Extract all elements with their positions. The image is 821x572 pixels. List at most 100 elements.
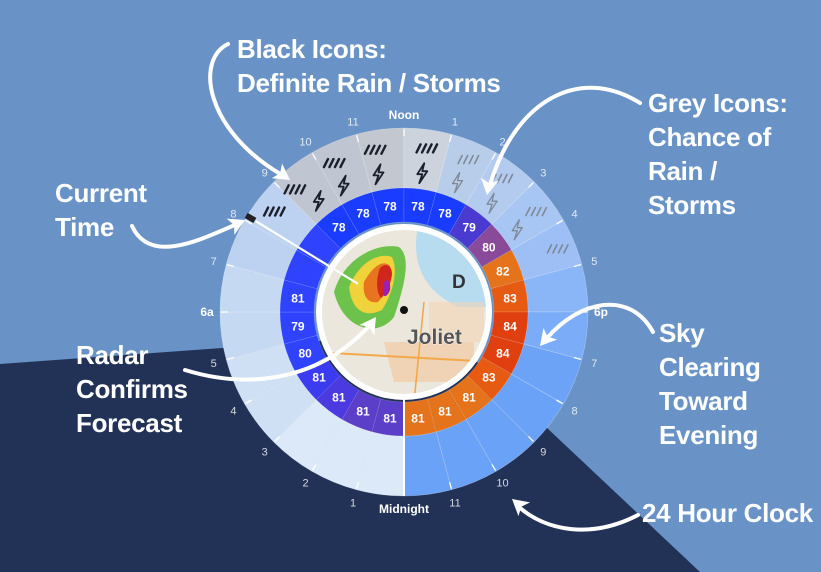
hour-tick bbox=[573, 356, 581, 360]
rain-icon bbox=[457, 154, 480, 165]
hour-tick bbox=[527, 182, 534, 189]
rain-stroke bbox=[552, 244, 558, 254]
callout-arrows bbox=[130, 42, 655, 532]
storm-bolt bbox=[337, 174, 350, 197]
rain-stroke bbox=[536, 206, 542, 217]
hour-label: 10 bbox=[299, 136, 311, 148]
callout-text: Evening bbox=[659, 420, 759, 450]
temperature-label: 84 bbox=[496, 346, 510, 360]
temperature-segment bbox=[481, 249, 525, 290]
hour-tick bbox=[556, 219, 563, 225]
callout-text: Rain / bbox=[648, 156, 717, 186]
temperature-label: 81 bbox=[462, 390, 476, 404]
callout-sky-clearing: Sky Clearing Toward Evening bbox=[659, 316, 761, 452]
hour-label: Midnight bbox=[379, 502, 429, 516]
temperature-segment bbox=[467, 223, 512, 268]
callout-text: 24 Hour Clock bbox=[642, 498, 813, 528]
rain-stroke bbox=[262, 206, 270, 217]
location-dot bbox=[400, 306, 408, 314]
storm-icon bbox=[511, 219, 523, 241]
hour-label: 9 bbox=[262, 168, 268, 180]
hour-label: 3 bbox=[540, 168, 546, 180]
storm-icon bbox=[312, 190, 325, 212]
hour-label: 1 bbox=[452, 117, 458, 129]
callout-text: Current bbox=[55, 178, 147, 208]
hour-label: 9 bbox=[540, 446, 546, 458]
temperature-label: 82 bbox=[496, 265, 510, 279]
temperature-label: 81 bbox=[332, 390, 346, 404]
arrow-path bbox=[208, 42, 284, 177]
rain-stroke bbox=[507, 173, 514, 184]
callout-text: Confirms bbox=[76, 374, 188, 404]
hour-label: 5 bbox=[211, 358, 217, 370]
callout-text: Sky bbox=[659, 318, 705, 348]
hour-label: 8 bbox=[230, 209, 236, 221]
rain-stroke bbox=[333, 157, 341, 169]
rain-icon bbox=[283, 184, 307, 195]
callout-text: Time bbox=[55, 212, 115, 242]
arrow-head bbox=[226, 218, 245, 235]
rain-stroke bbox=[415, 143, 422, 154]
rain-stroke bbox=[563, 244, 569, 254]
storm-icon bbox=[372, 163, 385, 186]
rain-stroke bbox=[541, 206, 548, 217]
arrow-path bbox=[488, 85, 642, 187]
hour-label: 5 bbox=[591, 256, 597, 268]
storm-bolt bbox=[416, 162, 429, 185]
temperature-label: 80 bbox=[482, 240, 496, 254]
temperature-segment bbox=[341, 191, 382, 235]
hour-tick bbox=[311, 464, 317, 471]
current-time-marker bbox=[244, 212, 257, 224]
rain-stroke bbox=[299, 184, 307, 195]
urban-area bbox=[384, 342, 474, 382]
temperature-segment bbox=[283, 249, 327, 290]
callout-text: Radar bbox=[76, 340, 149, 370]
storm-bolt bbox=[511, 219, 523, 241]
storm-icon bbox=[337, 174, 350, 197]
temperature-label: 84 bbox=[503, 319, 517, 333]
hour-label: 8 bbox=[572, 406, 578, 418]
arrow-path bbox=[130, 222, 239, 249]
temperature-label: 81 bbox=[383, 412, 397, 426]
rain-stroke bbox=[473, 154, 480, 165]
hour-tick bbox=[356, 481, 360, 489]
temperature-label: 81 bbox=[438, 404, 452, 418]
arrow-head bbox=[480, 177, 499, 195]
current-time-hand bbox=[255, 220, 359, 285]
temperature-segment bbox=[481, 334, 525, 375]
arrow-path bbox=[545, 302, 655, 340]
rain-stroke bbox=[530, 206, 537, 217]
rain-stroke bbox=[525, 206, 531, 217]
rain-stroke bbox=[374, 144, 382, 155]
radar-echo-purple bbox=[383, 280, 391, 297]
weather-clock[interactable]: Midnight123456a7891011Noon123456p7891011… bbox=[200, 108, 608, 516]
hour-label: 1 bbox=[350, 497, 356, 509]
storm-bolt bbox=[372, 163, 385, 186]
rain-stroke bbox=[420, 143, 428, 154]
callout-black-icons: Black Icons: Definite Rain / Storms bbox=[237, 32, 501, 100]
hour-tick bbox=[556, 399, 563, 405]
temperature-segment bbox=[283, 334, 327, 375]
rain-stroke bbox=[288, 184, 296, 195]
hour-label: 6p bbox=[594, 305, 608, 319]
callout-text: Storms bbox=[648, 190, 736, 220]
arrow-path bbox=[183, 323, 372, 382]
urban-area bbox=[429, 302, 484, 342]
hour-tick bbox=[311, 153, 317, 160]
hour-label: 11 bbox=[347, 117, 358, 129]
storm-bolt bbox=[312, 190, 325, 212]
rain-stroke bbox=[462, 154, 469, 165]
temperature-label: 78 bbox=[332, 221, 346, 235]
rain-icon bbox=[322, 157, 346, 169]
hour-label: 2 bbox=[302, 478, 308, 490]
temperature-label: 80 bbox=[298, 346, 312, 360]
radar-map-letter: D bbox=[452, 272, 466, 293]
hour-tick bbox=[448, 481, 452, 489]
rain-icon bbox=[525, 206, 548, 217]
hour-tick bbox=[573, 264, 581, 268]
callout-radar: Radar Confirms Forecast bbox=[76, 338, 188, 440]
rain-stroke bbox=[322, 157, 330, 169]
rain-stroke bbox=[502, 173, 508, 184]
rain-stroke bbox=[557, 244, 564, 254]
